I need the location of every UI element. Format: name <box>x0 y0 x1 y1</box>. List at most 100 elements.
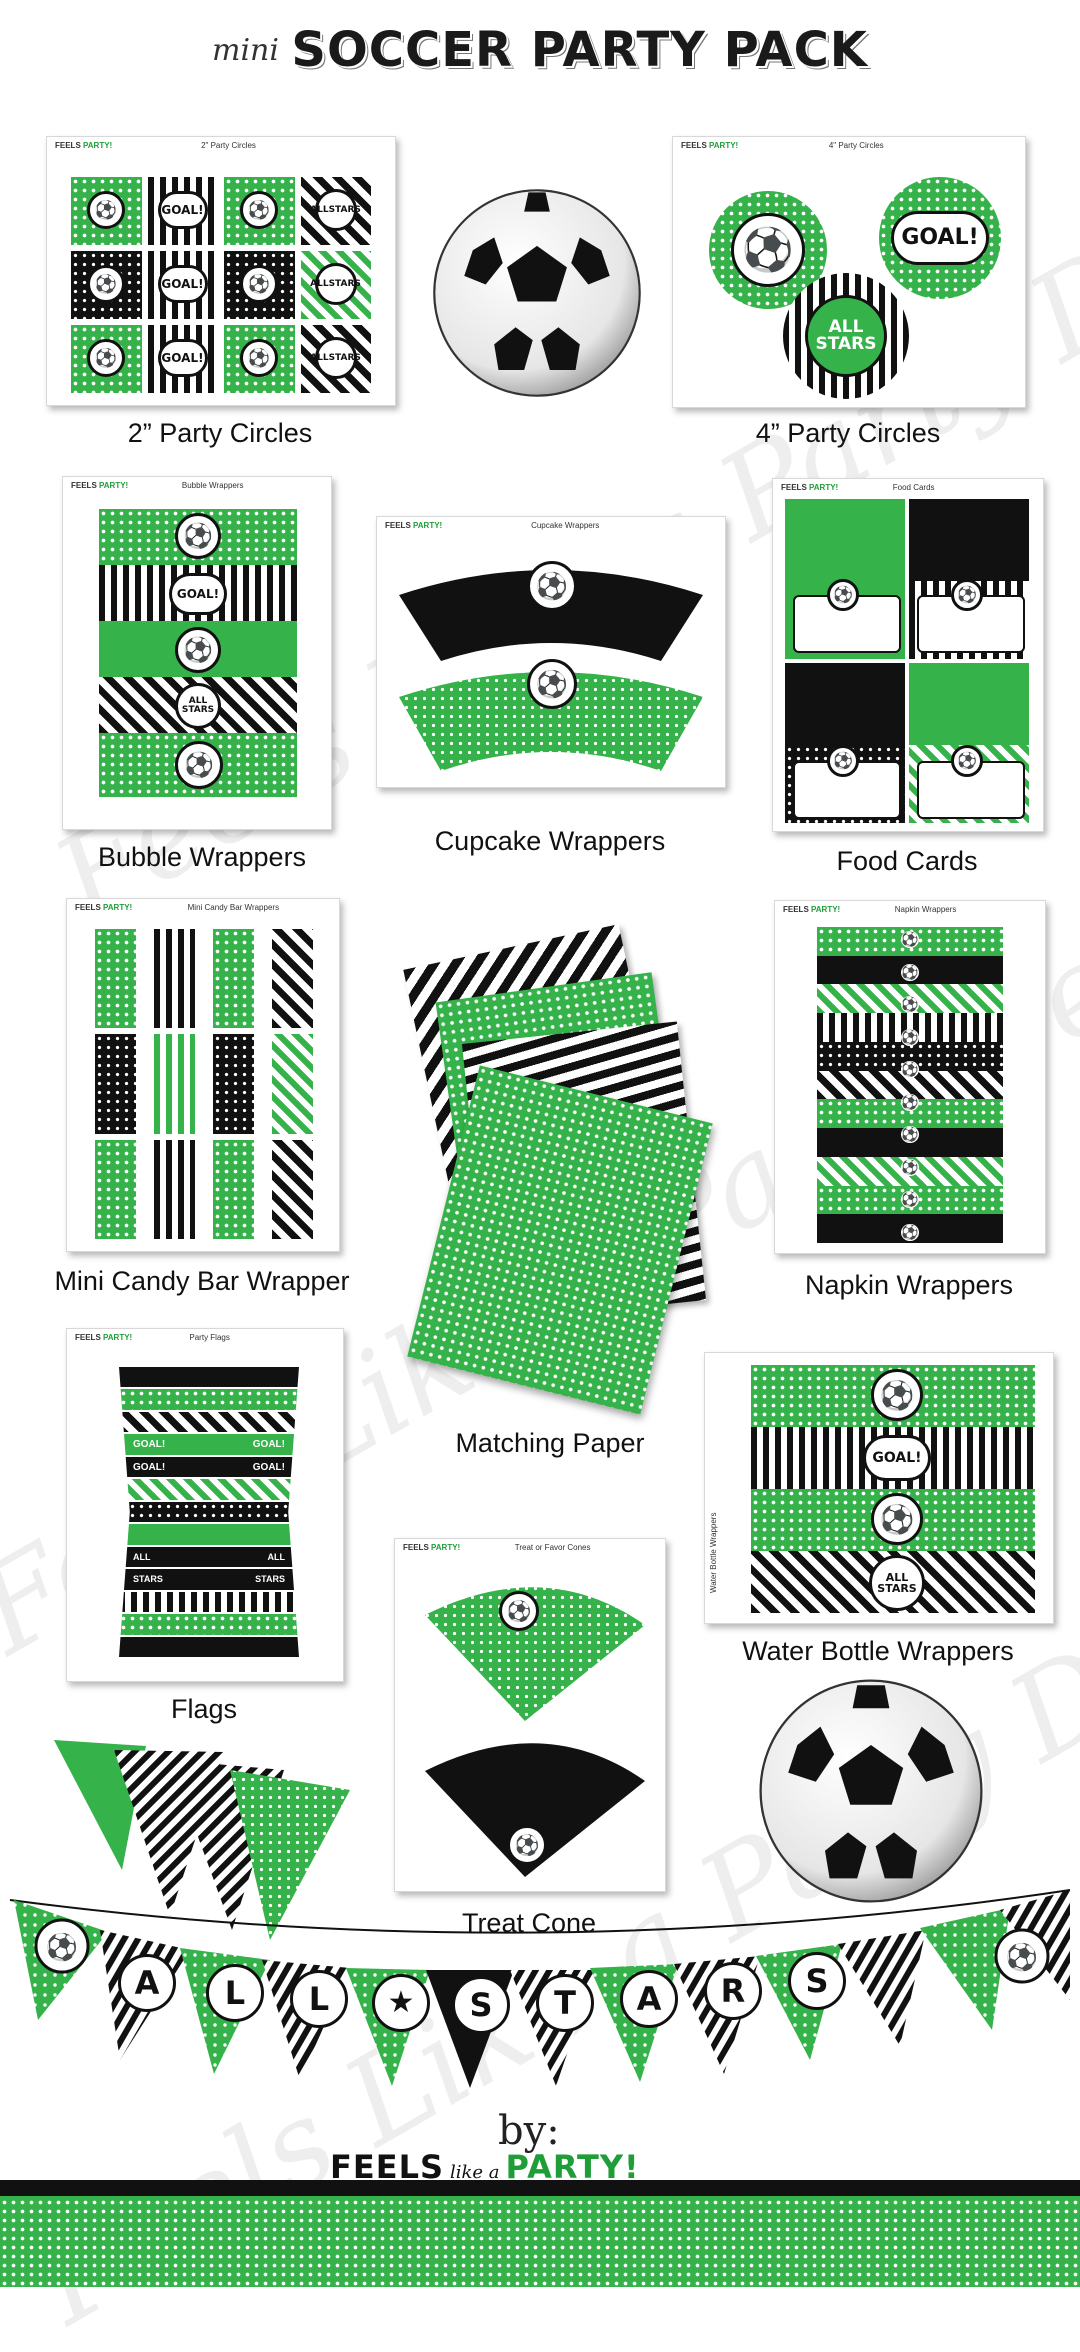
sheet-title: 2" Party Circles <box>201 141 256 150</box>
title-main: SOCCER PARTY PACK <box>291 22 868 78</box>
sheet-food-cards: FEELS PARTY!Food Cards ⚽ ⚽ ⚽ ⚽ <box>772 478 1044 832</box>
sheet-header: FEELS PARTY!4" Party Circles <box>681 141 1017 155</box>
flag-goal-row: GOAL!GOAL! <box>119 1434 299 1455</box>
candy-wrapper-grid <box>95 929 313 1239</box>
sheet-title: Mini Candy Bar Wrappers <box>187 903 280 912</box>
banner-letter: ★ <box>372 1974 430 2032</box>
cupcake-wrapper-green <box>399 672 703 771</box>
banner-letter: L <box>290 1970 348 2028</box>
sheet-title: Cupcake Wrappers <box>531 521 600 530</box>
goal-badge: GOAL! <box>169 573 227 615</box>
soccer-ball-icon <box>433 189 641 397</box>
circle-tile: ⚽ <box>224 325 295 393</box>
candy-wrapper <box>95 1139 136 1239</box>
circle-tile: ⚽ <box>71 177 142 245</box>
pennant-cluster <box>54 1740 350 1940</box>
candy-wrapper <box>213 1034 254 1134</box>
sheet-brand: FEELS PARTY! <box>681 141 739 150</box>
soccer-ball-icon: ⚽ <box>240 339 278 377</box>
page-title: mini SOCCER PARTY PACK <box>0 22 1080 78</box>
caption-bubble-wrappers: Bubble Wrappers <box>97 842 307 872</box>
brand-like: like a <box>450 2162 500 2183</box>
brand-party: PARTY! <box>505 2148 640 2186</box>
sheet-party-circles-2: FEELS PARTY!2" Party Circles ⚽ GOAL! ⚽ A… <box>46 136 396 406</box>
soccer-ball-icon: ⚽ <box>951 745 983 777</box>
footer-stripe <box>0 2180 1080 2196</box>
caption-food-cards: Food Cards <box>836 846 978 876</box>
soccer-ball-icon: ⚽ <box>240 265 278 303</box>
caption-flags: Flags <box>170 1694 238 1724</box>
sheet-brand: FEELS PARTY! <box>403 1543 461 1552</box>
food-card: ⚽ <box>909 663 1029 823</box>
candy-wrapper <box>272 1139 313 1239</box>
caption-napkin-wrappers: Napkin Wrappers <box>804 1270 1014 1300</box>
sheet-brand: FEELS PARTY! <box>75 903 133 912</box>
soccer-ball-icon: ⚽ <box>871 1369 923 1421</box>
soccer-ball-icon: ⚽ <box>45 1932 78 1963</box>
sheet-header: FEELS PARTY! Food Cards <box>781 483 1035 497</box>
soccer-ball-icon: ⚽ <box>1005 1942 1038 1973</box>
sheet-title: Water Bottle Wrappers <box>709 1512 718 1593</box>
banner-letter: S <box>788 1952 846 2010</box>
cone-template-black <box>425 1743 645 1877</box>
soccer-ball-icon: ⚽ <box>901 996 919 1014</box>
soccer-ball-icon: ⚽ <box>175 741 223 789</box>
sheet-header: FEELS PARTY! Cupcake Wrappers <box>385 521 717 535</box>
sheet-title: Napkin Wrappers <box>894 905 957 914</box>
candy-wrapper <box>213 929 254 1029</box>
candy-wrapper <box>95 929 136 1029</box>
sheet-header: FEELS PARTY!Party Flags <box>75 1333 335 1347</box>
soccer-ball-icon: ⚽ <box>901 1223 919 1241</box>
soccer-ball-icon: ⚽ <box>901 1061 919 1079</box>
goal-badge: GOAL! <box>891 211 989 265</box>
sheet-party-circles-4: FEELS PARTY!4" Party Circles ⚽ GOAL! ALL… <box>672 136 1026 408</box>
soccer-ball-icon: ⚽ <box>871 1493 923 1545</box>
circle-tile: ⚽ <box>224 251 295 319</box>
sheet-brand: FEELS PARTY! <box>385 521 443 530</box>
soccer-ball-icon: ⚽ <box>901 963 919 981</box>
sheet-bubble-wrappers: FEELS PARTY!Bubble Wrappers ⚽ GOAL! ⚽ AL… <box>62 476 332 830</box>
cupcake-wrapper-black <box>399 570 703 661</box>
banner-letter: L <box>206 1964 264 2022</box>
sheet-brand: FEELS PARTY! <box>781 483 839 492</box>
soccer-ball-icon <box>759 1679 983 1903</box>
caption-party-circles-4: 4” Party Circles <box>755 418 941 448</box>
soccer-ball-icon: ⚽ <box>731 213 805 287</box>
sheet-header: FEELS PARTY!Treat or Favor Cones <box>403 1543 657 1557</box>
soccer-ball-icon: ⚽ <box>175 627 221 673</box>
sheet-napkin-wrappers: FEELS PARTY!Napkin Wrappers ⚽⚽⚽⚽⚽⚽⚽⚽⚽⚽ <box>774 900 1046 1254</box>
caption-cupcake-wrappers: Cupcake Wrappers <box>434 826 666 856</box>
banner-letter: T <box>536 1974 594 2032</box>
sheet-brand: FEELS PARTY! <box>783 905 841 914</box>
soccer-ball-icon: ⚽ <box>901 1158 919 1176</box>
sheet-header: FEELS PARTY! Napkin Wrappers <box>783 905 1037 919</box>
food-card: ⚽ <box>785 663 905 823</box>
sheet-title: Party Flags <box>189 1333 230 1342</box>
sheet-header: Water Bottle Wrappers <box>709 1423 723 1603</box>
sheet-title: Food Cards <box>892 483 935 492</box>
soccer-ball-icon: ⚽ <box>901 1191 919 1209</box>
footer-band <box>0 2180 1080 2287</box>
candy-wrapper <box>272 1034 313 1134</box>
caption-matching-paper: Matching Paper <box>455 1428 645 1458</box>
sheet-header: FEELS PARTY! Mini Candy Bar Wrappers <box>75 903 331 917</box>
sheet-header: FEELS PARTY!Bubble Wrappers <box>71 481 323 495</box>
soccer-ball-icon: ⚽ <box>507 1825 547 1865</box>
sheet-treat-cones: FEELS PARTY!Treat or Favor Cones ⚽ ⚽ <box>394 1538 666 1892</box>
flag-goal-row: GOAL!GOAL! <box>119 1456 299 1478</box>
sheet-candy-wrappers: FEELS PARTY! Mini Candy Bar Wrappers <box>66 898 340 1252</box>
food-card: ⚽ <box>909 499 1029 659</box>
goal-badge: GOAL! <box>157 191 208 229</box>
sheet-cupcake-wrappers: FEELS PARTY!Cupcake Wrappers ⚽ ⚽ <box>376 516 726 788</box>
soccer-ball-icon: ⚽ <box>87 265 125 303</box>
